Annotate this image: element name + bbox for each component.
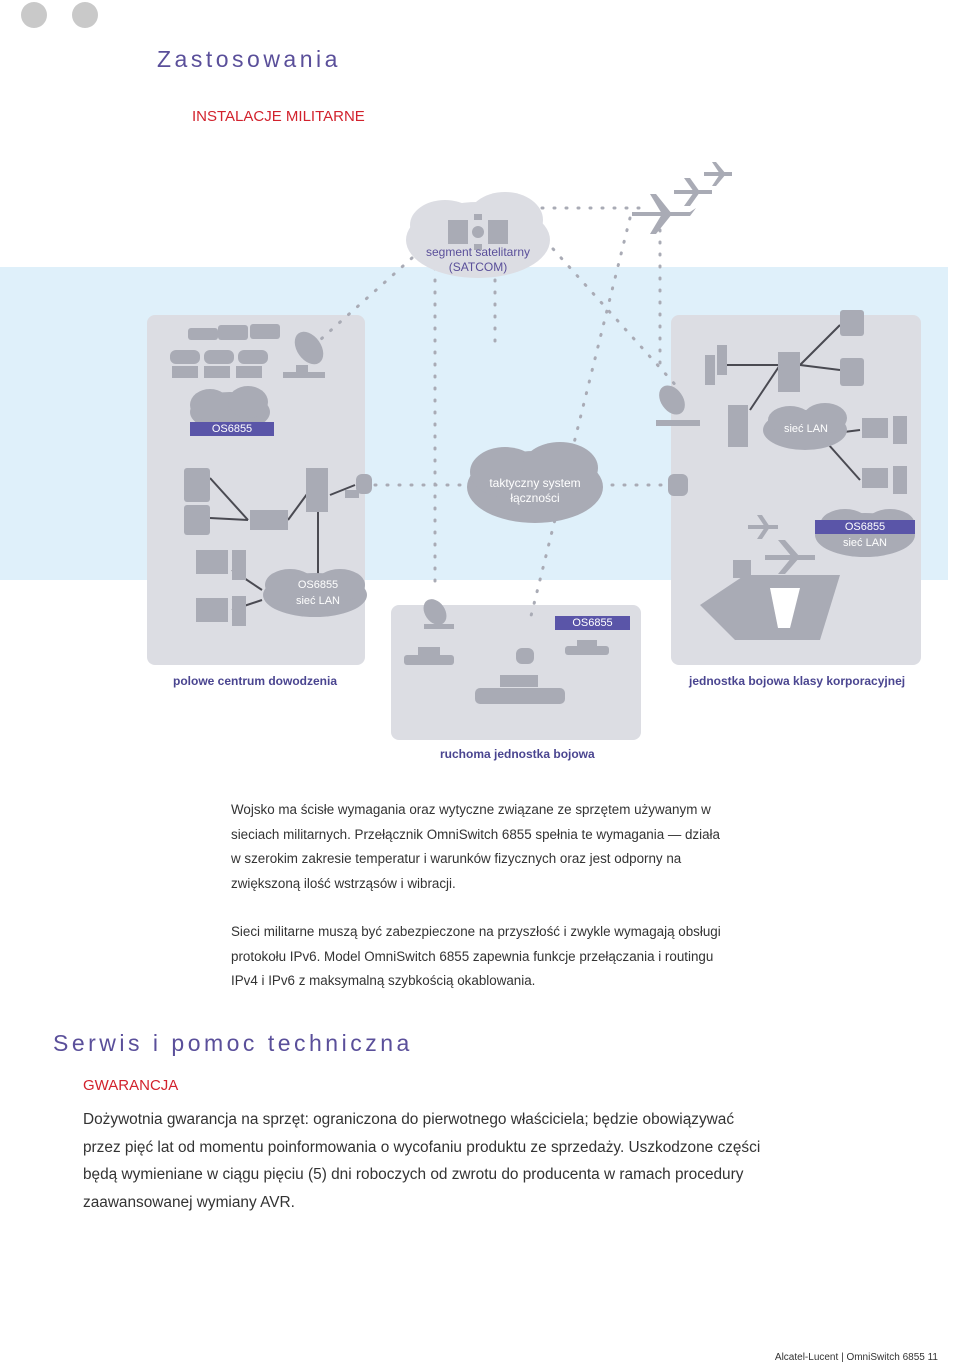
right-os-bar: OS6855 [815,520,915,534]
dish-right [656,385,700,426]
tactical-label: taktyczny system łączności [489,476,581,505]
decor-dot-left [21,2,47,28]
dish-left [283,331,325,378]
page-footer: Alcatel-Lucent | OmniSwitch 6855 11 [775,1352,938,1363]
right-cloud-top [763,403,847,450]
decor-dot-right [72,2,98,28]
diagram-graphics [0,162,948,740]
tents-icon [170,324,280,378]
wireless-links [318,206,682,622]
dish-center [423,599,454,629]
footer-sep-1: | [841,1352,847,1363]
section-subtitle: INSTALACJE MILITARNE [192,108,365,125]
carrier-icon [700,560,840,640]
left-bottom-os-bar: OS6855 [297,579,339,591]
left-bottom-lan-label: sieć LAN [295,595,341,607]
footer-product: OmniSwitch 6855 [846,1352,925,1363]
left-os-bar: OS6855 [190,422,274,436]
right-lan-label: sieć LAN [842,537,888,549]
footer-page: 11 [927,1352,938,1363]
label-mobile-unit: ruchoma jednostka bojowa [440,747,595,761]
left-bottom-cloud [263,569,367,617]
paragraph-2: Sieci militarne muszą być zabezpieczone … [231,924,721,988]
panel-center [391,605,641,740]
label-field-command: polowe centrum dowodzenia [173,674,338,688]
left-devices [184,468,372,626]
footer-brand: Alcatel-Lucent [774,1352,839,1363]
section2-subtitle: GWARANCJA [83,1077,179,1094]
tactical-cloud [467,442,603,523]
paragraph-1: Wojsko ma ścisłe wymagania oraz wytyczne… [231,802,720,891]
section2-text: Dożywotnia gwarancja na sprzęt: ogranicz… [83,1111,761,1211]
network-diagram: segment satelitarny (SATCOM) taktyczny s… [0,150,960,770]
center-os-bar: OS6855 [555,616,630,630]
carrier-deck [770,588,800,628]
satellite-label: segment satelitarny (SATCOM) [425,245,531,274]
jets-icon [632,162,815,574]
right-lan-top-label: sieć LAN [783,423,829,435]
page-title: Zastosowania [157,46,341,72]
label-enterprise-unit: jednostka bojowa klasy korporacyjnej [689,674,906,688]
right-devices [705,310,907,494]
tanks-icon [404,640,609,704]
tactical-dish-right [668,474,688,496]
section2-title: Serwis i pomoc techniczna [53,1030,413,1056]
satellite-icon [448,214,508,250]
